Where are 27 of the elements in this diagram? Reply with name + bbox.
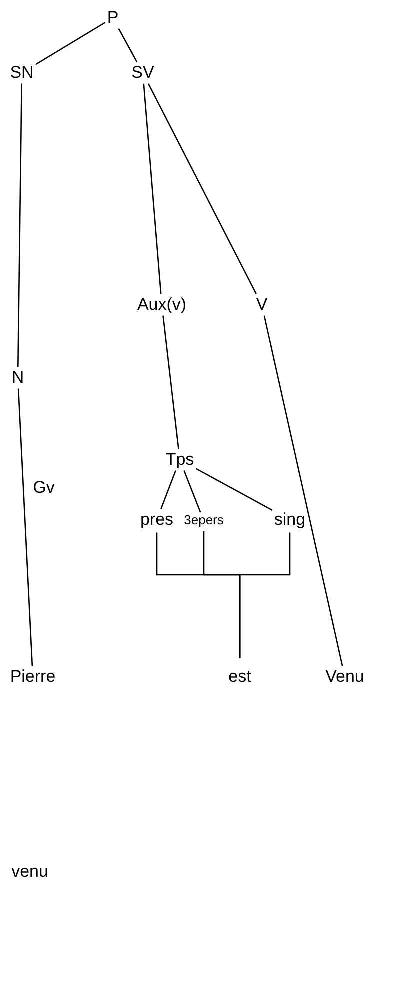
tree-branch-line <box>196 468 273 511</box>
tree-node-label: Pierre <box>10 667 56 687</box>
tree-branch-line <box>184 470 202 513</box>
tree-branch-line <box>148 83 258 295</box>
tree-branch-line <box>18 84 22 368</box>
tree-node-label: SV <box>132 63 154 83</box>
word-label: venu <box>12 862 48 882</box>
tree-node-label: pres <box>140 510 174 530</box>
tree-branch-line <box>239 532 291 658</box>
tree-node-label: sing <box>274 510 306 530</box>
tree-branch-line <box>160 470 176 510</box>
tree-node-label: est <box>228 667 252 687</box>
tree-node-label: SN <box>10 63 34 83</box>
tree-branch-line <box>118 28 138 63</box>
tree-branch-line <box>143 84 162 294</box>
tree-node-label: N <box>12 368 24 388</box>
tree-branch-line <box>35 22 106 66</box>
tree-branch-line <box>18 388 34 666</box>
tree-node-label: Aux(v) <box>137 295 187 315</box>
tree-branch-line <box>264 316 344 666</box>
tree-node-label: V <box>256 295 268 315</box>
word-label: Gv <box>33 478 55 498</box>
tree-node-label: Tps <box>166 450 194 470</box>
tree-branch-line <box>162 316 180 450</box>
tree-node-label: Venu <box>326 667 364 687</box>
tree-node-label: P <box>107 8 119 28</box>
tree-node-label: 3epers <box>184 514 224 528</box>
